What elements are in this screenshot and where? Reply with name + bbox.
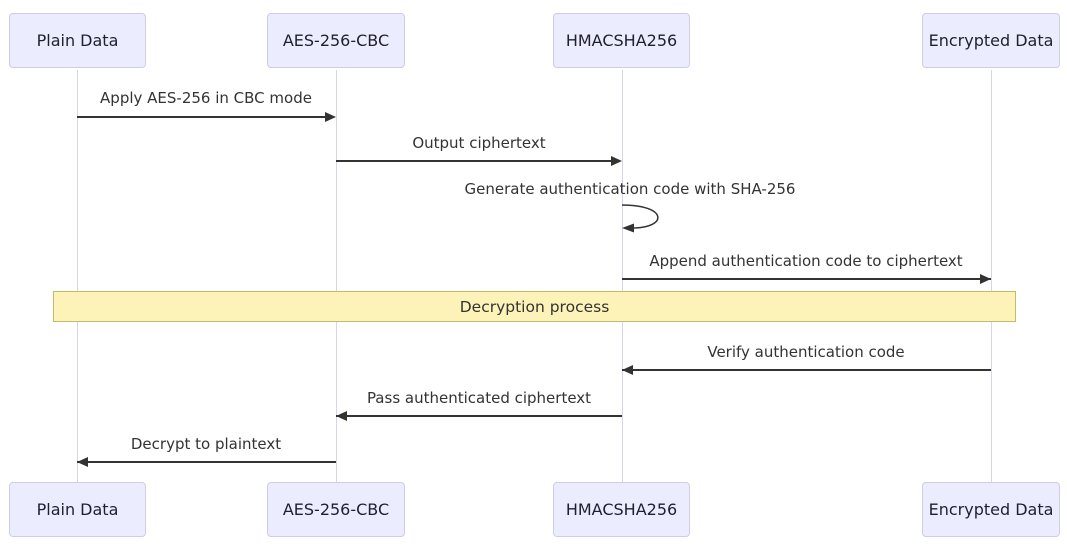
lifeline-aes-256-cbc (336, 70, 337, 482)
arrowhead-right-icon (325, 112, 336, 122)
band-label: Decryption process (459, 297, 610, 316)
message-arrow (77, 116, 327, 118)
message-label: Pass authenticated ciphertext (366, 389, 592, 407)
actor-label: AES-256-CBC (282, 31, 390, 50)
self-message-loop (621, 204, 659, 233)
actor-label: Encrypted Data (928, 500, 1054, 519)
arrowhead-right-icon (611, 156, 622, 166)
arrowhead-left-icon (622, 365, 633, 375)
actor-label: Encrypted Data (928, 31, 1054, 50)
arrowhead-left-icon (622, 223, 634, 233)
message-arrow (336, 160, 613, 162)
actor-box-hmacsha256-top: HMACSHA256 (553, 13, 690, 68)
message-label: Append authentication code to ciphertext (649, 252, 963, 270)
actor-box-encrypted-data-top: Encrypted Data (922, 13, 1060, 68)
message-label: Verify authentication code (707, 343, 905, 361)
actor-label: Plain Data (36, 500, 119, 519)
arrowhead-left-icon (336, 411, 347, 421)
lifeline-hmacsha256 (622, 70, 623, 482)
message-label: Output ciphertext (412, 134, 546, 152)
message-label: Decrypt to plaintext (130, 435, 282, 453)
lifeline-plain-data (77, 70, 78, 482)
message-label: Apply AES-256 in CBC mode (100, 89, 312, 107)
actor-label: HMACSHA256 (565, 500, 678, 519)
actor-box-hmacsha256-bottom: HMACSHA256 (553, 482, 690, 537)
message-arrow (336, 415, 622, 417)
decryption-process-band: Decryption process (53, 291, 1016, 322)
message-arrow (622, 278, 991, 280)
lifeline-encrypted-data (991, 70, 992, 482)
actor-box-aes-256-cbc-top: AES-256-CBC (267, 13, 405, 68)
message-arrow (77, 461, 336, 463)
message-arrow (622, 369, 991, 371)
arrowhead-left-icon (77, 457, 88, 467)
actor-label: HMACSHA256 (565, 31, 678, 50)
actor-box-encrypted-data-bottom: Encrypted Data (922, 482, 1060, 537)
arrowhead-right-icon (980, 274, 991, 284)
message-label: Generate authentication code with SHA-25… (464, 180, 796, 198)
actor-label: AES-256-CBC (282, 500, 390, 519)
actor-label: Plain Data (36, 31, 119, 50)
actor-box-aes-256-cbc-bottom: AES-256-CBC (267, 482, 405, 537)
actor-box-plain-data-top: Plain Data (9, 13, 146, 68)
self-loop-curve (621, 204, 659, 229)
actor-box-plain-data-bottom: Plain Data (9, 482, 146, 537)
